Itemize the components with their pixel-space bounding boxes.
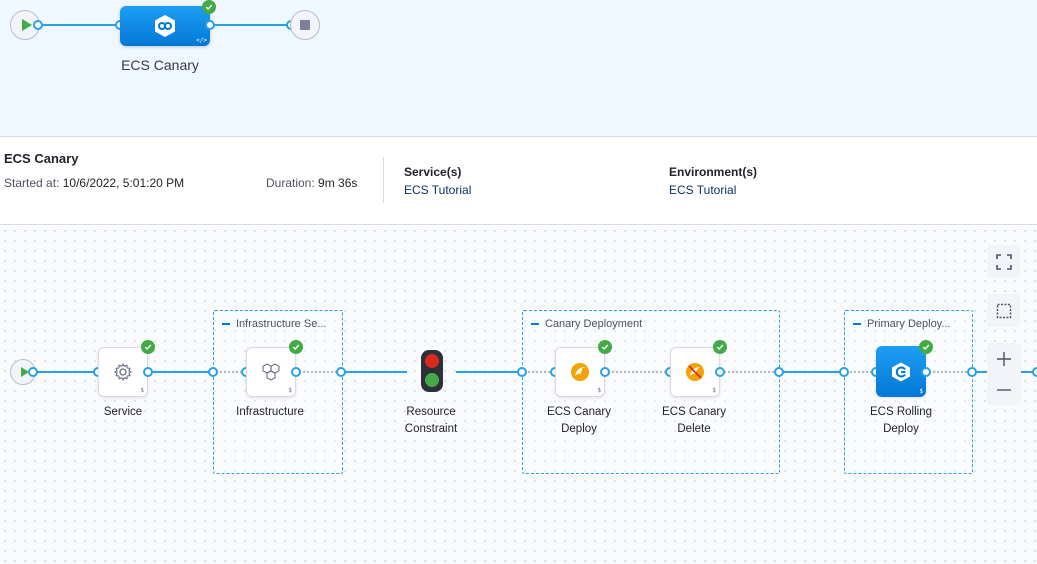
canary-delete-icon: [686, 363, 704, 381]
connector-dot: [715, 367, 725, 377]
service-step-label: Service: [103, 406, 143, 418]
resource-constraint-step[interactable]: [421, 350, 443, 392]
duration: Duration: 9m 36s: [266, 176, 358, 190]
environments-header: Environment(s): [669, 165, 758, 179]
connector-dotted: [720, 371, 778, 373]
canary-bird-icon: [571, 363, 589, 381]
select-area-button[interactable]: [987, 294, 1020, 327]
dollar-icon: $: [140, 387, 144, 394]
zoom-in-button[interactable]: [987, 343, 1021, 374]
dollar-icon: $: [712, 387, 716, 394]
services-value[interactable]: ECS Tutorial: [404, 183, 472, 197]
infrastructure-step-label: Infrastructure: [236, 406, 304, 418]
success-check-icon: [141, 340, 155, 354]
ecs-blue-icon: [155, 15, 175, 37]
connector-dotted: [296, 371, 340, 373]
execution-graph-canvas[interactable]: Infrastructure Se... Canary Deployment P…: [0, 226, 1037, 564]
connector-line: [456, 371, 522, 373]
ecs-canary-deploy-step[interactable]: $: [555, 347, 605, 397]
success-check-icon: [598, 340, 612, 354]
ecs-rolling-deploy-step[interactable]: $: [876, 346, 926, 397]
connector-line: [341, 371, 407, 373]
pipeline-end-node[interactable]: [290, 10, 320, 40]
stage-label: ECS Canary: [121, 57, 199, 73]
pipeline-overview: </> ECS Canary: [0, 0, 1037, 137]
success-check-icon: [919, 340, 933, 354]
gear-icon: [113, 362, 133, 382]
ecs-canary-stage-node[interactable]: </>: [120, 6, 210, 46]
connector-dot: [205, 20, 215, 30]
connector-dot: [208, 367, 218, 377]
traffic-light-red-icon: [425, 354, 439, 368]
infrastructure-icon: [262, 363, 280, 381]
connector-dot: [839, 367, 849, 377]
ecs-canary-delete-step[interactable]: $: [670, 347, 720, 397]
ecs-rolling-icon: [892, 362, 910, 381]
expand-icon: [995, 253, 1012, 270]
dollar-icon: $: [597, 387, 601, 394]
connector-line: [40, 24, 120, 26]
marquee-select-icon: [996, 303, 1011, 318]
connector-dotted: [846, 371, 876, 373]
collapse-icon[interactable]: [222, 323, 230, 325]
code-icon: </>: [196, 37, 207, 44]
ecs-rolling-deploy-label: ECS Rolling Deploy: [870, 406, 932, 435]
connector-dot: [921, 367, 931, 377]
connector-dotted: [216, 371, 246, 373]
environments-value[interactable]: ECS Tutorial: [669, 183, 737, 197]
plus-icon: [997, 351, 1011, 366]
ecs-canary-deploy-label: ECS Canary Deploy: [547, 406, 611, 435]
connector-dotted: [926, 371, 971, 373]
play-icon: [20, 367, 29, 377]
infrastructure-step[interactable]: $: [246, 347, 296, 397]
minus-icon: [997, 388, 1011, 391]
connector-dot: [1032, 367, 1037, 377]
connector-dot: [28, 367, 38, 377]
started-at: Started at: 10/6/2022, 5:01:20 PM: [4, 176, 185, 190]
connector-dotted: [524, 371, 554, 373]
connector-dot: [774, 367, 784, 377]
dollar-icon: $: [288, 387, 292, 394]
stop-icon: [300, 20, 310, 30]
resource-constraint-label: Resource Constraint: [404, 406, 458, 435]
service-step[interactable]: $: [98, 347, 148, 397]
divider: [383, 157, 384, 203]
connector-line: [148, 371, 214, 373]
success-check-icon: [202, 0, 216, 14]
ecs-canary-delete-label: ECS Canary Delete: [662, 406, 726, 435]
traffic-light-green-icon: [425, 373, 439, 387]
connector-dot: [143, 367, 153, 377]
connector-line: [32, 371, 98, 373]
connector-dot: [336, 367, 346, 377]
connector-dot: [600, 367, 610, 377]
success-check-icon: [713, 340, 727, 354]
stage-title: ECS Canary: [4, 151, 79, 166]
connector-dotted: [604, 371, 670, 373]
connector-line: [779, 371, 845, 373]
connector-dot: [967, 367, 977, 377]
connector-dot: [291, 367, 301, 377]
zoom-controls: [987, 343, 1021, 405]
collapse-icon[interactable]: [531, 323, 539, 325]
connector-line: [210, 24, 290, 26]
fit-to-screen-button[interactable]: [987, 245, 1020, 278]
success-check-icon: [289, 340, 303, 354]
play-icon: [21, 19, 32, 31]
services-header: Service(s): [404, 165, 462, 179]
connector-dot: [33, 20, 43, 30]
zoom-out-button[interactable]: [987, 374, 1021, 405]
connector-dot: [517, 367, 527, 377]
dollar-icon: $: [919, 388, 923, 395]
collapse-icon[interactable]: [853, 323, 861, 325]
stage-details-panel: ECS Canary Started at: 10/6/2022, 5:01:2…: [0, 137, 1037, 225]
